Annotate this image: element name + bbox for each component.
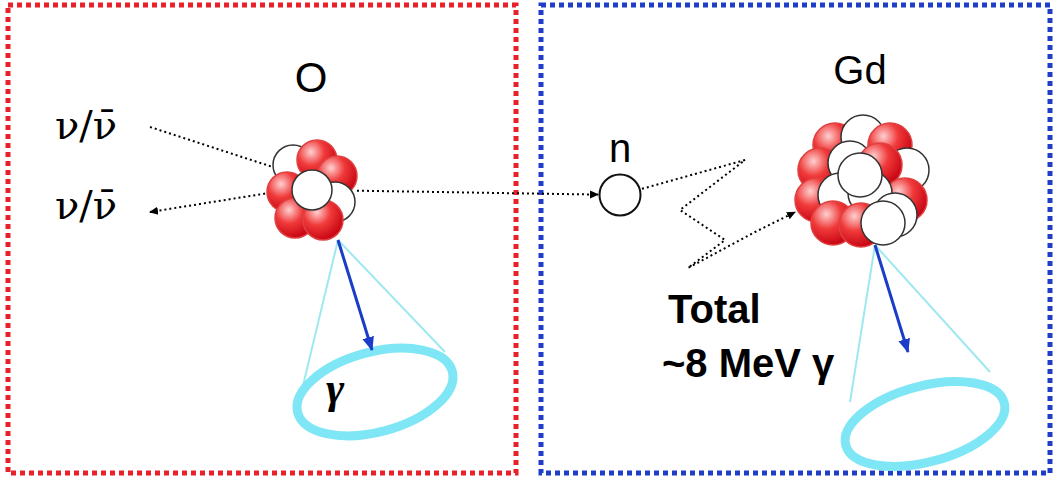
gamma-arrow xyxy=(338,240,372,350)
energy-label: Total xyxy=(668,286,761,332)
neutron-ball xyxy=(292,170,332,210)
nucleus-name: n xyxy=(558,125,682,171)
gamma-cone xyxy=(338,240,445,352)
neutron-path xyxy=(357,191,598,195)
neutron-circle xyxy=(598,173,642,217)
nucleus-name: Gd xyxy=(755,47,965,93)
neutron-ball xyxy=(861,201,905,245)
neutron-outline xyxy=(600,175,641,216)
cherenkov-ring xyxy=(836,366,1014,479)
nucleus-drawing xyxy=(265,140,357,240)
neutron-ball xyxy=(838,153,882,197)
nucleus-name: O xyxy=(225,54,397,102)
outgoing-neutrino xyxy=(150,192,275,212)
gamma-cone xyxy=(875,245,990,372)
gamma-arrow xyxy=(875,245,908,352)
energy-label: ~8 MeV γ xyxy=(660,340,836,386)
gamma-cone xyxy=(850,245,875,402)
neutrino-label: ν/ν̄ xyxy=(55,182,117,228)
neutron: n xyxy=(598,173,642,217)
interaction-region xyxy=(8,5,516,473)
capture-region xyxy=(541,5,1050,473)
cherenkov-ring xyxy=(287,333,462,452)
nucleus-drawing xyxy=(795,115,925,245)
gadolinium-nucleus: Gd xyxy=(795,115,925,245)
incoming-neutrino xyxy=(150,127,282,170)
oxygen-nucleus: O xyxy=(265,140,357,240)
gamma-label: γ xyxy=(326,364,344,415)
neutrino-label: ν/ν̄ xyxy=(55,102,117,148)
neutron-path xyxy=(642,160,795,268)
